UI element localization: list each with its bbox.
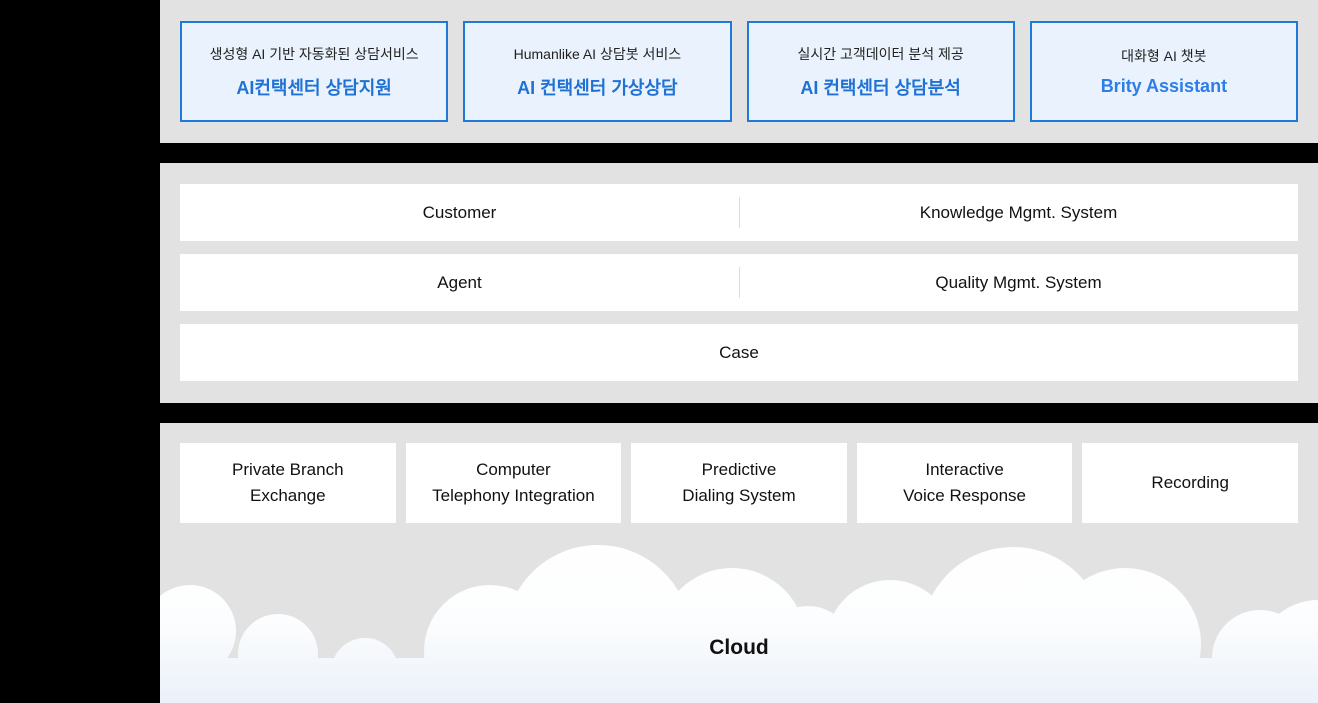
vertical-divider: [739, 197, 740, 228]
services-section: 생성형 AI 기반 자동화된 상담서비스 AI컨택센터 상담지원 Humanli…: [160, 0, 1318, 143]
service-card-brity-assistant: 대화형 AI 챗봇 Brity Assistant: [1029, 21, 1298, 122]
service-card-subtitle: 대화형 AI 챗봇: [1121, 48, 1207, 64]
infrastructure-section: Private Branch Exchange Computer Telepho…: [160, 423, 1318, 703]
infrastructure-row: Private Branch Exchange Computer Telepho…: [160, 423, 1318, 523]
predictive-dialing-system-box: Predictive Dialing System: [631, 443, 847, 523]
service-card-subtitle: 생성형 AI 기반 자동화된 상담서비스: [209, 45, 419, 62]
systems-section: Customer Knowledge Mgmt. System Agent Qu…: [160, 163, 1318, 403]
vertical-divider: [739, 267, 740, 298]
interactive-voice-response-box: Interactive Voice Response: [856, 443, 1073, 523]
recording-box: Recording: [1082, 443, 1298, 523]
cloud-shape: [160, 545, 1318, 703]
service-card-consult-support: 생성형 AI 기반 자동화된 상담서비스 AI컨택센터 상담지원: [180, 21, 449, 122]
section-divider-bar: [160, 143, 1318, 163]
diagram-content: 생성형 AI 기반 자동화된 상담서비스 AI컨택센터 상담지원 Humanli…: [160, 0, 1318, 703]
section-divider-bar: [160, 403, 1318, 423]
cloud-label: Cloud: [709, 636, 769, 659]
service-card-subtitle: Humanlike AI 상담봇 서비스: [513, 45, 682, 62]
service-card-consult-analytics: 실시간 고객데이터 분석 제공 AI 컨택센터 상담분석: [746, 21, 1015, 122]
systems-row-agent-quality: Agent Quality Mgmt. System: [180, 254, 1298, 311]
private-branch-exchange-box: Private Branch Exchange: [180, 443, 396, 523]
case-box: Case: [180, 324, 1298, 381]
service-card-title: AI 컨택센터 상담분석: [800, 77, 961, 98]
systems-row-customer-knowledge: Customer Knowledge Mgmt. System: [180, 184, 1298, 241]
knowledge-mgmt-system-box: Knowledge Mgmt. System: [919, 202, 1118, 222]
service-card-subtitle: 실시간 고객데이터 분석 제공: [797, 45, 964, 62]
computer-telephony-integration-box: Computer Telephony Integration: [405, 443, 622, 523]
agent-box: Agent: [437, 272, 482, 292]
left-black-panel: [0, 0, 160, 703]
service-card-title: AI 컨택센터 가상상담: [517, 77, 678, 98]
quality-mgmt-system-box: Quality Mgmt. System: [935, 272, 1102, 292]
customer-box: Customer: [422, 202, 497, 222]
service-card-title: Brity Assistant: [1100, 76, 1228, 96]
service-card-virtual-consult: Humanlike AI 상담봇 서비스 AI 컨택센터 가상상담: [463, 21, 732, 122]
service-card-title: AI컨택센터 상담지원: [236, 77, 392, 98]
